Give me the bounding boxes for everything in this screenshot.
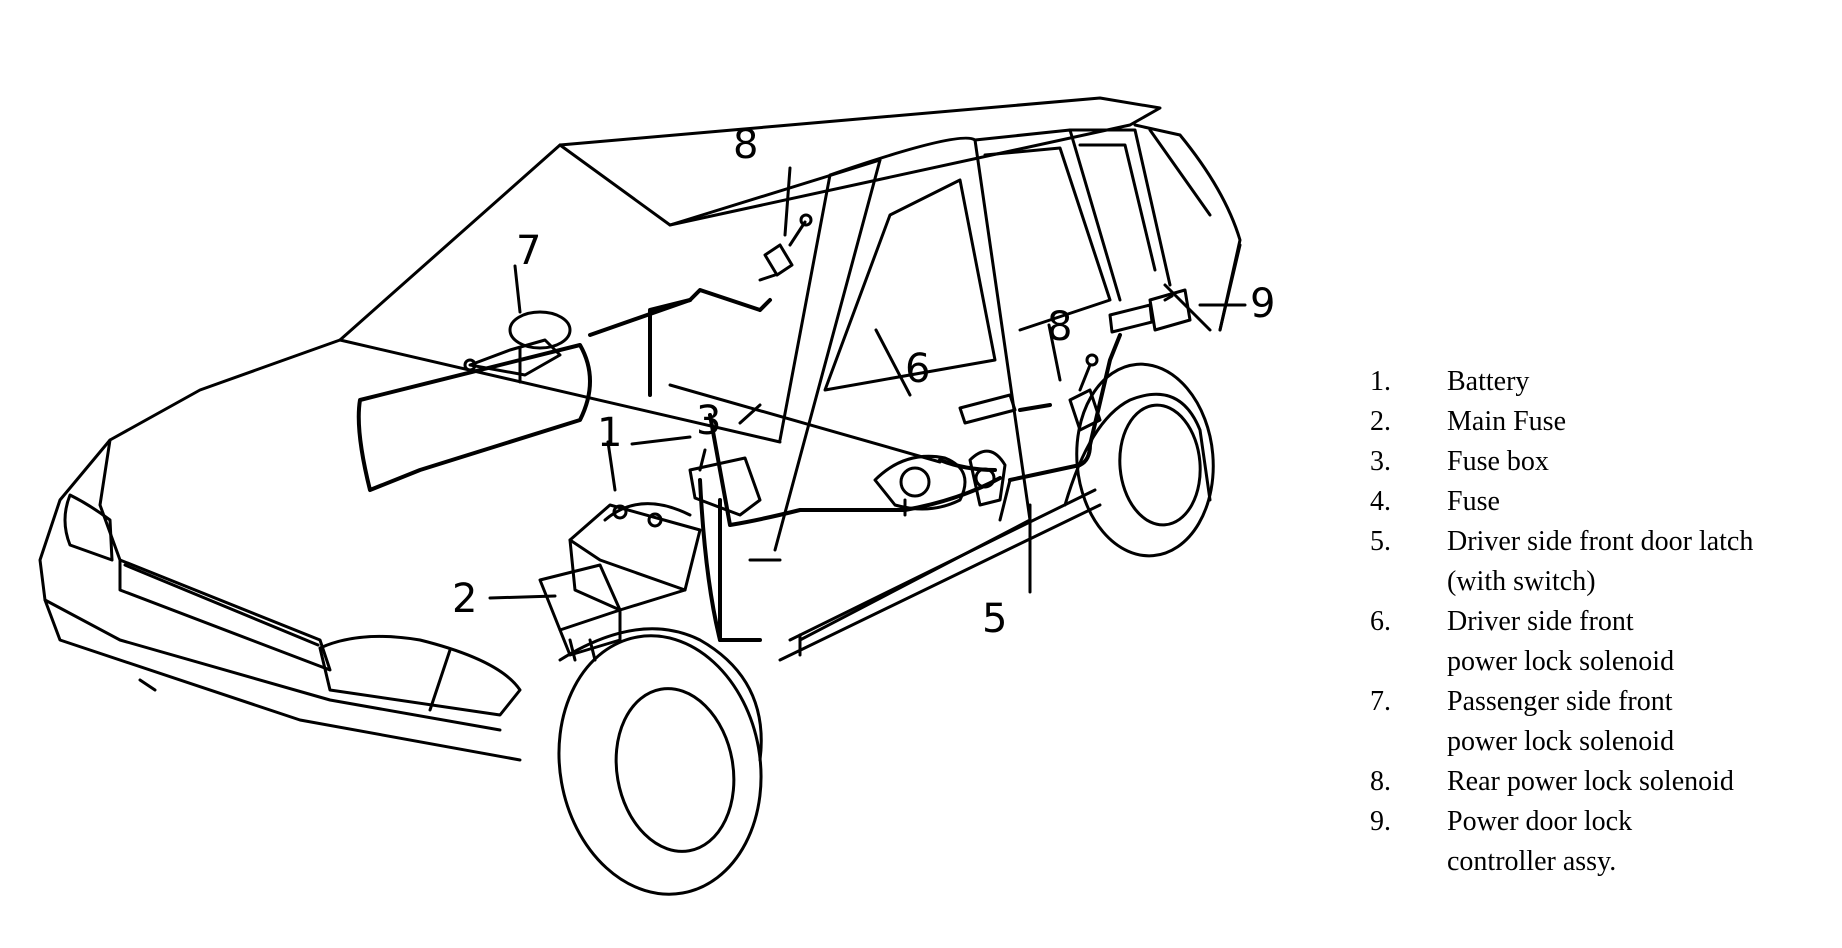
legend-item: 5. Driver side front door latch (with swit…	[1370, 522, 1840, 602]
rear-solenoid-upper	[758, 213, 813, 282]
callout-3: 3	[696, 398, 721, 444]
wiring-harness	[356, 288, 1122, 642]
legend-label: Main Fuse	[1447, 402, 1840, 442]
legend-label-line: Driver side front	[1447, 606, 1634, 637]
legend-number: 3.	[1370, 446, 1391, 477]
callout-numbers: 1 2 3 5 6 7 8 8 9	[452, 122, 1275, 642]
callout-6: 6	[905, 346, 930, 392]
legend-item: 7. Passenger side front power lock solenoi…	[1370, 682, 1840, 762]
legend-item: 1. Battery	[1370, 362, 1840, 402]
legend-number: 6.	[1370, 606, 1391, 637]
legend-label: Driver side front door latch (with switch…	[1447, 522, 1840, 602]
legend-label: Driver side front power lock solenoid	[1447, 602, 1840, 682]
legend-label: Power door lock controller assy.	[1447, 802, 1840, 882]
legend-label: Rear power lock solenoid	[1447, 762, 1840, 802]
legend-label: Battery	[1447, 362, 1840, 402]
legend-number: 7.	[1370, 686, 1391, 717]
legend-item: 4. Fuse	[1370, 482, 1840, 522]
legend-label-line: Fuse	[1447, 486, 1500, 517]
callout-8-upper: 8	[733, 122, 758, 168]
callout-8-lower: 8	[1047, 304, 1072, 350]
legend-label-line: power lock solenoid	[1447, 646, 1675, 677]
legend-item: 9. Power door lock controller assy.	[1370, 802, 1840, 882]
main-fuse	[538, 563, 622, 662]
legend-item: 3. Fuse box	[1370, 442, 1840, 482]
driver-door-latch	[968, 449, 1007, 507]
legend-label-line: controller assy.	[1447, 846, 1617, 877]
legend-number: 8.	[1370, 766, 1391, 797]
legend-label-line: power lock solenoid	[1447, 726, 1675, 757]
callout-5: 5	[982, 596, 1007, 642]
legend-item: 8. Rear power lock solenoid	[1370, 762, 1840, 802]
legend-label-line: Battery	[1447, 366, 1530, 397]
passenger-front-solenoid	[463, 310, 572, 384]
legend-label-line: Power door lock	[1447, 806, 1633, 837]
rear-solenoid-lower	[1068, 353, 1102, 432]
callout-9: 9	[1250, 281, 1275, 327]
legend-label-line: Rear power lock solenoid	[1447, 766, 1734, 797]
component-legend: 1. Battery 2. Main Fuse 3. Fuse box 4. Fuse 5. Dr…	[1370, 362, 1840, 882]
legend-number: 4.	[1370, 486, 1391, 517]
legend-label-line: (with switch)	[1447, 566, 1596, 597]
door-lock-controller	[1148, 288, 1192, 332]
legend-number: 1.	[1370, 366, 1391, 397]
legend-number: 2.	[1370, 406, 1391, 437]
legend-label: Passenger side front power lock solenoid	[1447, 682, 1840, 762]
car-body	[38, 96, 1242, 896]
callout-1: 1	[597, 410, 622, 456]
leader-lines	[488, 166, 1247, 600]
legend-label-line: Fuse box	[1447, 446, 1549, 477]
battery	[568, 502, 702, 612]
legend-number: 5.	[1370, 526, 1391, 557]
legend-label: Fuse	[1447, 482, 1840, 522]
legend-item: 2. Main Fuse	[1370, 402, 1840, 442]
legend-label-line: Driver side front door latch	[1447, 526, 1754, 557]
fuse-box	[688, 456, 762, 517]
legend-item: 6. Driver side front power lock solenoid	[1370, 602, 1840, 682]
legend-label-line: Main Fuse	[1447, 406, 1566, 437]
driver-front-solenoid	[873, 454, 967, 517]
callout-2: 2	[452, 576, 477, 622]
legend-label-line: Passenger side front	[1447, 686, 1673, 717]
legend-label: Fuse box	[1447, 442, 1840, 482]
legend-number: 9.	[1370, 806, 1391, 837]
callout-7: 7	[516, 228, 541, 274]
